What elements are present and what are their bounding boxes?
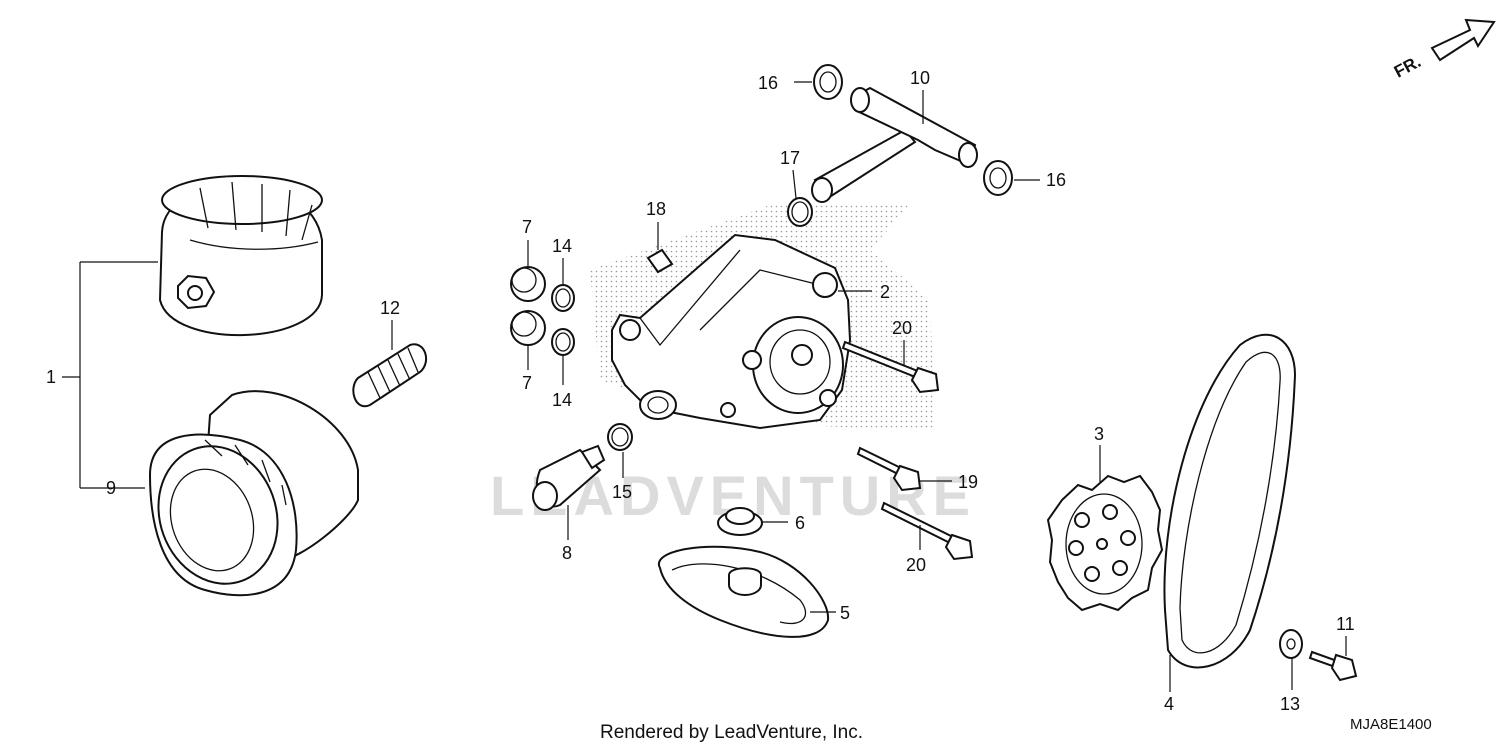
relief-valve [532, 444, 606, 511]
callout-1: 1 [46, 367, 56, 387]
pipe-seals [813, 64, 1013, 196]
o-ring-17 [787, 197, 813, 227]
drive-sprocket [1046, 474, 1164, 612]
oil-strainer [657, 545, 830, 638]
callout-7-bottom: 7 [522, 373, 532, 393]
callout-9: 9 [106, 478, 116, 498]
callout-6: 6 [795, 513, 805, 533]
threaded-stud [352, 343, 428, 408]
oil-filter-wrench [158, 175, 323, 336]
callout-3: 3 [1094, 424, 1104, 444]
callout-14-top: 14 [552, 236, 572, 256]
leader-lines [391, 81, 1347, 692]
oil-filter [148, 390, 359, 597]
o-rings-14 [551, 284, 575, 356]
callout-13: 13 [1280, 694, 1300, 714]
callout-4: 4 [1164, 694, 1174, 714]
callout-19: 19 [958, 472, 978, 492]
washer [1279, 629, 1303, 659]
drive-chain [1163, 333, 1297, 669]
oil-pump-body [611, 233, 852, 430]
callout-12: 12 [380, 298, 400, 318]
oil-pipe [811, 86, 978, 203]
callout-5: 5 [840, 603, 850, 623]
callout-16-top: 16 [758, 73, 778, 93]
sprocket-bolt [1308, 650, 1358, 682]
o-ring-15 [607, 423, 633, 451]
collar-dowels [510, 266, 546, 346]
rubber-seal [717, 507, 763, 536]
direction-label: FR. [1391, 52, 1424, 82]
dowel-pin [646, 248, 674, 274]
callout-labels: 1 2 3 4 5 6 7 7 8 9 10 11 12 13 14 14 15… [46, 68, 1355, 714]
callout-20-bottom: 20 [906, 555, 926, 575]
callout-10: 10 [910, 68, 930, 88]
diagram-code: MJA8E1400 [1350, 716, 1432, 733]
callout-8: 8 [562, 543, 572, 563]
flange-bolts [841, 340, 974, 561]
front-direction-arrow: FR. [1391, 18, 1496, 82]
callout-14-bottom: 14 [552, 390, 572, 410]
callout-17: 17 [780, 148, 800, 168]
callout-16-right: 16 [1046, 170, 1066, 190]
callout-11: 11 [1336, 614, 1355, 634]
callout-2: 2 [880, 282, 890, 302]
callout-20-top: 20 [892, 318, 912, 338]
callout-7-top: 7 [522, 217, 532, 237]
callout-18: 18 [646, 199, 666, 219]
footer-credit: Rendered by LeadVenture, Inc. [600, 722, 863, 743]
callout-15: 15 [612, 482, 632, 502]
bracket-part-1 [62, 261, 158, 489]
